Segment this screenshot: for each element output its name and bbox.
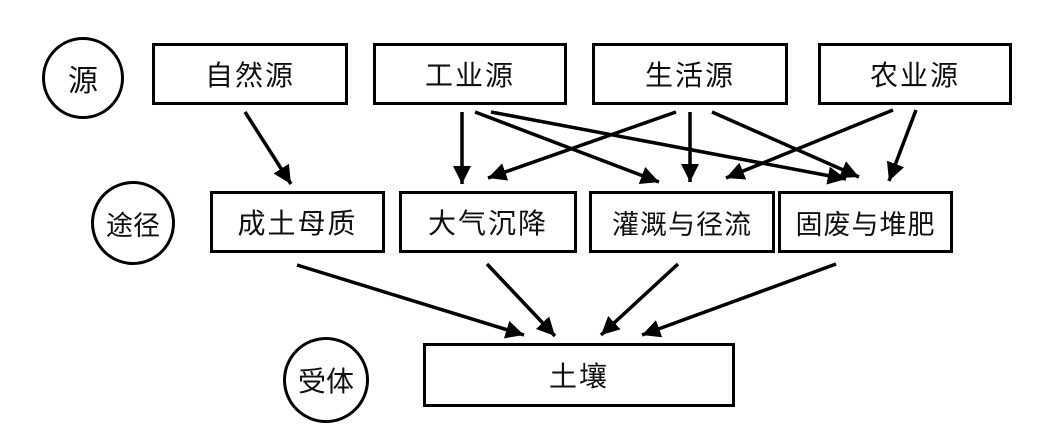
row-label-receptor-text: 受体 (297, 365, 354, 398)
node-irrigation-runoff: 灌溉与径流 (589, 191, 775, 253)
node-natural-source-label: 自然源 (204, 59, 295, 92)
node-parent-material-label: 成土母质 (237, 207, 358, 240)
node-solid-waste-compost-label: 固废与堆肥 (795, 209, 936, 241)
node-agricultural-source: 农业源 (818, 43, 1012, 105)
row-label-sources: 源 (42, 37, 124, 119)
arrow-parent-material-to-soil (296, 263, 525, 339)
node-soil-label: 土壤 (548, 360, 609, 393)
arrow-domestic-source-to-atmospheric-deposition (487, 110, 677, 181)
node-parent-material: 成土母质 (210, 191, 385, 253)
node-domestic-source: 生活源 (592, 43, 788, 105)
node-industrial-source: 工业源 (373, 43, 567, 105)
row-label-pathways-text: 途径 (106, 210, 160, 242)
arrow-irrigation-runoff-to-soil (599, 262, 680, 337)
node-domestic-source-label: 生活源 (644, 59, 735, 92)
node-irrigation-runoff-label: 灌溉与径流 (612, 209, 752, 241)
arrow-industrial-source-to-solid-waste-compost (490, 110, 847, 185)
arrow-agricultural-source-to-irrigation-runoff (725, 108, 894, 180)
row-label-receptor: 受体 (283, 337, 369, 423)
arrow-domestic-source-to-solid-waste-compost (711, 110, 860, 179)
arrow-industrial-source-to-irrigation-runoff (474, 110, 660, 185)
arrow-atmospheric-deposition-to-soil (485, 262, 557, 338)
node-atmospheric-deposition-label: 大气沉降 (427, 207, 548, 240)
node-atmospheric-deposition: 大气沉降 (399, 191, 577, 253)
node-industrial-source-label: 工业源 (424, 59, 515, 92)
arrow-solid-waste-compost-to-soil (641, 262, 837, 338)
arrow-agricultural-source-to-solid-waste-compost (886, 109, 918, 182)
arrow-natural-source-to-parent-material (243, 111, 293, 185)
row-label-sources-text: 源 (68, 64, 98, 99)
node-solid-waste-compost: 固废与堆肥 (778, 191, 953, 253)
row-label-pathways: 途径 (91, 181, 175, 265)
node-agricultural-source-label: 农业源 (869, 59, 960, 92)
node-natural-source: 自然源 (152, 43, 348, 105)
node-soil: 土壤 (423, 343, 735, 407)
